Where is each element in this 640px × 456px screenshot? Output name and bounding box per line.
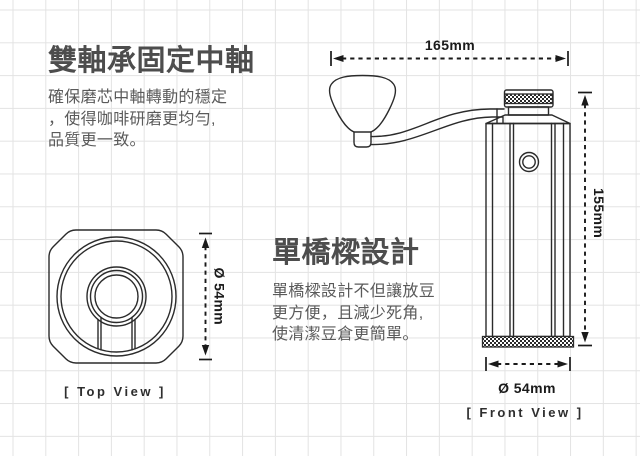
- burr-ring-inner: [94, 274, 139, 319]
- top-view-diameter-dimension: [199, 232, 212, 361]
- base-knurl-band: [481, 335, 575, 348]
- width-dimension-label: 165mm: [424, 37, 476, 53]
- bean-chamber-inner-circle: [60, 240, 173, 353]
- front-view-height-dimension: [578, 91, 592, 347]
- crank-arm-bottom-edge: [370, 116, 504, 146]
- adjustment-button-inner: [522, 155, 536, 169]
- arrow-right-icon: [555, 55, 566, 62]
- arrow-left-icon: [333, 55, 344, 62]
- feature-text-line: 使清潔豆倉更簡單。: [272, 326, 419, 343]
- bean-chamber-outer-circle: [56, 236, 177, 357]
- front-view-diameter-dimension: [485, 357, 571, 371]
- arrow-up-icon: [581, 95, 589, 106]
- feature-text-line: ，使得咖啡研磨更均勻,: [48, 110, 216, 128]
- knurled-top-cap: [503, 89, 554, 108]
- burr-ring-outer: [86, 266, 147, 327]
- feature-text-line: 確保磨芯中軸轉動的穩定: [48, 89, 228, 106]
- crank-knob: [328, 74, 397, 133]
- feature-heading-single-bridge: 單橋樑設計: [272, 237, 420, 269]
- crank-knob-stem: [353, 131, 372, 148]
- arrow-right-icon: [557, 360, 568, 368]
- top-view-drawing: [48, 229, 212, 364]
- front-view-width-dimension: [330, 51, 569, 66]
- octagon-body-outline: [48, 229, 184, 364]
- front-view-drawing: [328, 51, 592, 371]
- burr-ring-middle: [89, 269, 144, 324]
- body-shoulder: [485, 114, 571, 125]
- adjustment-button-outer: [518, 151, 540, 173]
- top-view-caption: [ Top View ]: [64, 384, 166, 399]
- feature-heading-dual-bearing: 雙軸承固定中軸: [48, 45, 255, 77]
- height-dimension-label: 155mm: [591, 188, 607, 239]
- feature-text-line: 單橋樑設計不但讓放豆: [272, 283, 436, 300]
- top-view-diameter-label: Ø 54mm: [211, 267, 228, 326]
- cap-neck: [507, 106, 550, 116]
- feature-text-single-bridge: 單橋樑設計不但讓放豆 更方便，且減少死角, 使清潔豆倉更簡單。: [272, 281, 435, 346]
- cap-knurl-texture: [504, 93, 554, 105]
- arrow-left-icon: [488, 360, 499, 368]
- crank-arm-top-edge: [370, 108, 505, 138]
- feature-text-dual-bearing: 確保磨芯中軸轉動的穩定 ，使得咖啡研磨更均勻, 品質更一致。: [48, 87, 227, 152]
- front-view-caption: [ Front View ]: [466, 405, 584, 420]
- feature-text-line: 更方便，且減少死角,: [272, 304, 424, 322]
- arrow-down-icon: [581, 332, 589, 343]
- arrow-down-icon: [201, 345, 210, 356]
- front-view-diameter-label: Ø 54mm: [498, 380, 556, 396]
- feature-text-line: 品質更一致。: [48, 132, 146, 149]
- arrow-up-icon: [201, 237, 210, 248]
